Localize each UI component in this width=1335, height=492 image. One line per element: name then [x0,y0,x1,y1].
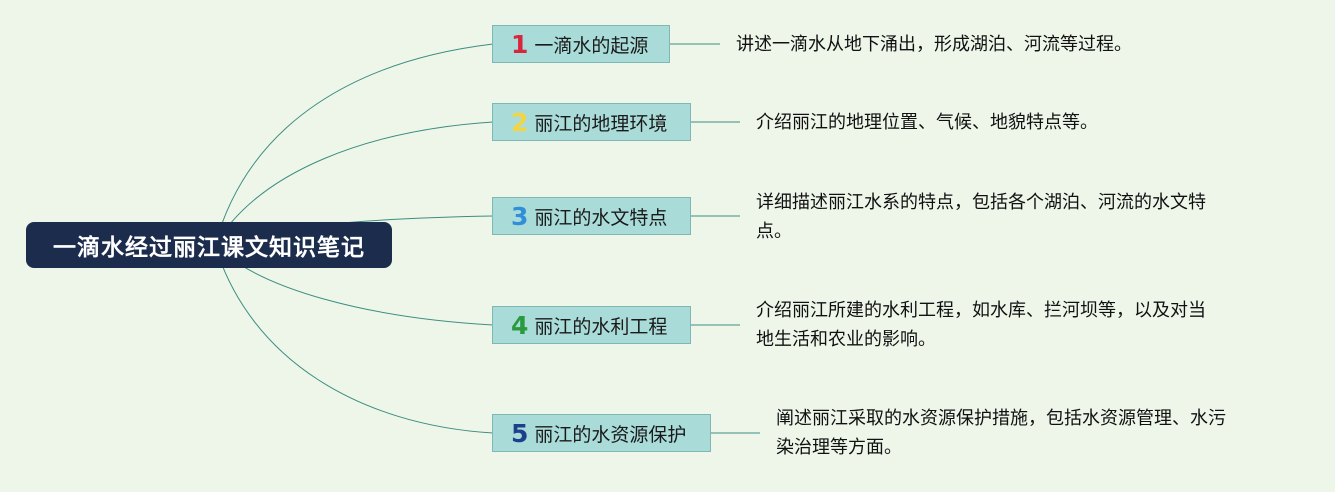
branch-topic-3[interactable]: 3 丽江的水文特点 [492,197,691,235]
branch-description-3: 详细描述丽江水系的特点，包括各个湖泊、河流的水文特 点。 [756,188,1206,246]
root-topic-label: 一滴水经过丽江课文知识笔记 [53,235,365,261]
description-line: 介绍丽江的地理位置、气候、地貌特点等。 [756,112,1098,133]
branch-topic-2[interactable]: 2 丽江的地理环境 [492,103,691,141]
root-to-branch-5-line [214,244,494,434]
branch-description-4: 介绍丽江所建的水利工程，如水库、拦河坝等，以及对当 地生活和农业的影响。 [756,296,1206,354]
branch-topic-4[interactable]: 4 丽江的水利工程 [492,306,691,344]
branch-label-2: 丽江的地理环境 [534,112,668,135]
branch-topic-1[interactable]: 1 一滴水的起源 [492,25,670,63]
description-line: 染治理等方面。 [776,437,902,458]
description-line: 介绍丽江所建的水利工程，如水库、拦河坝等，以及对当 [756,300,1206,321]
description-line: 详细描述丽江水系的特点，包括各个湖泊、河流的水文特 [756,192,1206,213]
branch-label-3: 丽江的水文特点 [534,206,668,229]
branch-description-5: 阐述丽江采取的水资源保护措施，包括水资源管理、水污 染治理等方面。 [776,404,1226,462]
description-line: 地生活和农业的影响。 [756,329,936,350]
branch-label-5: 丽江的水资源保护 [534,423,687,446]
branch-description-1: 讲述一滴水从地下涌出，形成湖泊、河流等过程。 [736,30,1132,59]
root-to-branch-1-line [214,43,494,246]
root-topic[interactable]: 一滴水经过丽江课文知识笔记 [26,222,392,268]
branch-topic-5[interactable]: 5 丽江的水资源保护 [492,414,711,452]
branch-number-3: 3 [511,201,529,231]
branch-number-5: 5 [511,418,529,448]
description-line: 点。 [756,221,792,242]
branch-label-4: 丽江的水利工程 [534,315,668,338]
branch-number-1: 1 [511,29,529,59]
branch-label-1: 一滴水的起源 [534,34,649,57]
branch-description-2: 介绍丽江的地理位置、气候、地貌特点等。 [756,108,1098,137]
branch-number-2: 2 [511,107,529,137]
description-line: 阐述丽江采取的水资源保护措施，包括水资源管理、水污 [776,408,1226,429]
description-line: 讲述一滴水从地下涌出，形成湖泊、河流等过程。 [736,34,1132,55]
root-to-branch-2-line [214,121,494,246]
branch-number-4: 4 [511,310,529,340]
